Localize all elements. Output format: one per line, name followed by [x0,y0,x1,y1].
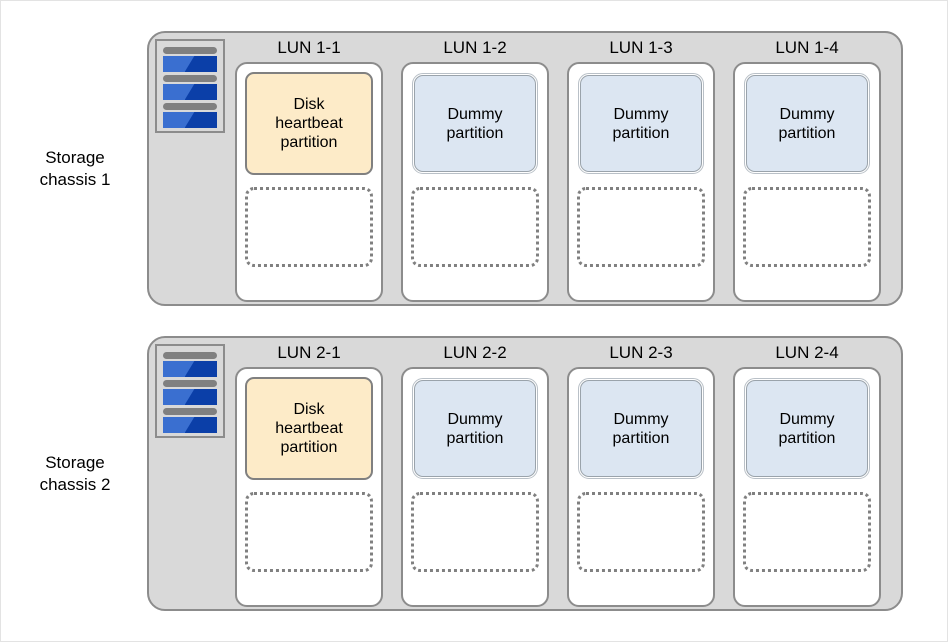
drive-bay [163,47,217,72]
lun-column-2-1: LUN 2-1 Disk heartbeat partition [235,338,383,607]
lun-column-2-3: LUN 2-3 Dummy partition [567,338,715,607]
drive-module [163,112,217,128]
chassis-1-label: Storage chassis 1 [39,148,111,189]
storage-array-icon [155,39,225,133]
drive-slot-bar [163,103,217,110]
lun-title: LUN 2-2 [443,343,507,362]
disk-heartbeat-partition: Disk heartbeat partition [245,377,373,480]
dummy-partition: Dummy partition [744,73,870,174]
empty-partition-slot [577,187,705,267]
empty-partition-slot [245,492,373,572]
drive-slot-bar [163,75,217,82]
empty-partition-slot [743,187,871,267]
dummy-partition-wrapper: Dummy partition [577,72,705,175]
lun-title: LUN 1-1 [277,38,341,57]
lun-box: Dummy partition [733,367,881,607]
dummy-partition: Dummy partition [578,73,704,174]
lun-column-1-4: LUN 1-4 Dummy partition [733,33,881,302]
lun-box: Dummy partition [733,62,881,302]
dummy-partition-wrapper: Dummy partition [411,377,539,480]
storage-chassis-1: LUN 1-1 Disk heartbeat partition LUN 1-2… [147,31,903,306]
drive-slot-bar [163,47,217,54]
drive-module [163,389,217,405]
dummy-partition: Dummy partition [412,73,538,174]
dummy-partition: Dummy partition [744,378,870,479]
drive-module [163,417,217,433]
drive-slot-bar [163,352,217,359]
lun-column-1-2: LUN 1-2 Dummy partition [401,33,549,302]
lun-box: Dummy partition [401,367,549,607]
lun-title: LUN 1-4 [775,38,839,57]
drive-module [163,361,217,377]
drive-bay [163,408,217,433]
disk-heartbeat-partition: Disk heartbeat partition [245,72,373,175]
storage-array-icon [155,344,225,438]
lun-title: LUN 2-3 [609,343,673,362]
dummy-partition-wrapper: Dummy partition [577,377,705,480]
lun-title: LUN 1-3 [609,38,673,57]
lun-title: LUN 2-1 [277,343,341,362]
storage-chassis-2: LUN 2-1 Disk heartbeat partition LUN 2-2… [147,336,903,611]
chassis-2-label: Storage chassis 2 [39,453,111,494]
lun-column-1-1: LUN 1-1 Disk heartbeat partition [235,33,383,302]
lun-box: Dummy partition [401,62,549,302]
drive-module [163,56,217,72]
lun-box: Disk heartbeat partition [235,62,383,302]
lun-column-2-4: LUN 2-4 Dummy partition [733,338,881,607]
dummy-partition: Dummy partition [412,378,538,479]
drive-bay [163,103,217,128]
empty-partition-slot [743,492,871,572]
lun-title: LUN 1-2 [443,38,507,57]
drive-module [163,84,217,100]
lun-column-1-3: LUN 1-3 Dummy partition [567,33,715,302]
drive-bay [163,352,217,377]
drive-bay [163,75,217,100]
drive-slot-bar [163,408,217,415]
lun-box: Dummy partition [567,62,715,302]
lun-box: Disk heartbeat partition [235,367,383,607]
empty-partition-slot [245,187,373,267]
lun-box: Dummy partition [567,367,715,607]
drive-slot-bar [163,380,217,387]
dummy-partition-wrapper: Dummy partition [411,72,539,175]
lun-column-2-2: LUN 2-2 Dummy partition [401,338,549,607]
dummy-partition: Dummy partition [578,378,704,479]
lun-title: LUN 2-4 [775,343,839,362]
empty-partition-slot [411,187,539,267]
drive-bay [163,380,217,405]
empty-partition-slot [577,492,705,572]
dummy-partition-wrapper: Dummy partition [743,377,871,480]
dummy-partition-wrapper: Dummy partition [743,72,871,175]
empty-partition-slot [411,492,539,572]
